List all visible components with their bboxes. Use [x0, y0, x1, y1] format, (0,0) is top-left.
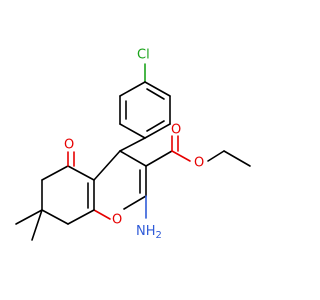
benzene-bond — [119, 81, 146, 97]
benzene-bond — [144, 123, 171, 139]
pyran-o-bond — [93, 209, 111, 220]
ester-carbonyl-oxygen-label: O — [171, 123, 181, 138]
ethyl-ester-group — [145, 135, 251, 167]
amine-nh-text: NH — [136, 224, 156, 239]
benzene-double-bond — [146, 88, 165, 100]
cyclohexenone-bond — [41, 209, 69, 225]
amine-label: NH2 — [136, 224, 162, 241]
ethyl-bond — [223, 150, 251, 167]
cyclohexenone-bond — [41, 165, 69, 181]
structure-svg: Cl O O O O NH2 — [15, 48, 251, 241]
ring-oxygen-label: O — [112, 213, 122, 228]
c4-aryl-bond — [119, 137, 146, 152]
chlorophenyl-ring — [119, 63, 171, 139]
ester-o-bond — [171, 150, 191, 162]
ketone-oxygen-label: O — [64, 138, 74, 153]
ester-oxygen-label: O — [194, 156, 204, 171]
benzene-double-bond — [146, 120, 165, 132]
methyl-bond — [31, 209, 43, 241]
amine-subscript: 2 — [156, 230, 162, 241]
ester-c-bond — [145, 150, 173, 167]
benzene-bond — [119, 123, 146, 139]
pyran-bond — [93, 150, 121, 181]
benzene-bond — [144, 81, 171, 97]
cyclohexenone-bond — [67, 209, 95, 225]
chromene-core — [15, 137, 147, 241]
pyran-bond — [119, 150, 147, 167]
methyl-bond — [15, 209, 43, 225]
pyran-bond — [123, 195, 147, 210]
ethyl-bond — [207, 150, 225, 162]
structure-canvas: Cl O O O O NH2 — [15, 48, 251, 241]
chlorine-label: Cl — [137, 48, 150, 63]
ring-fusion-bond — [67, 165, 95, 181]
